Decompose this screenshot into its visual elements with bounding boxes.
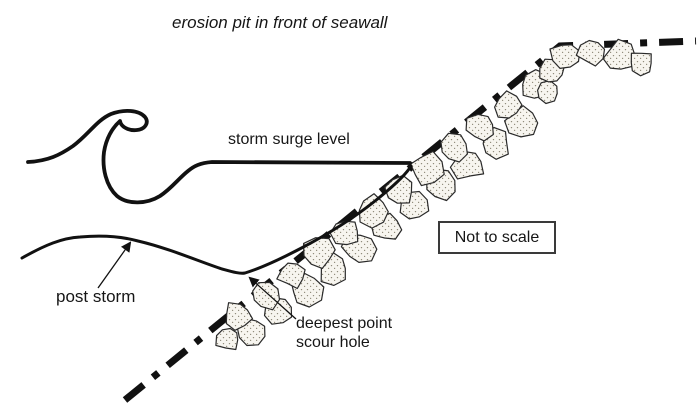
scour-hole-label-line1: deepest point [296, 315, 393, 332]
scour-hole-arrow [248, 276, 297, 320]
rock [252, 281, 281, 311]
rock [276, 262, 306, 290]
post-storm-arrow [97, 241, 132, 289]
storm-surge-level-label: storm surge level [228, 131, 350, 148]
wave-and-storm-surge-line [26, 109, 412, 205]
rock [303, 237, 336, 269]
not-to-scale-label: Not to scale [454, 228, 540, 246]
rock [630, 52, 652, 77]
rock [494, 90, 523, 119]
rock [465, 113, 494, 142]
rock [575, 39, 606, 67]
scour-hole-label-line2: scour hole [296, 334, 370, 351]
riprap-rocks [215, 38, 652, 351]
rock [602, 38, 636, 70]
rock [225, 302, 254, 331]
post-storm-profile-line [20, 164, 413, 275]
rock [549, 44, 581, 69]
rock [358, 193, 389, 229]
rock [537, 79, 558, 105]
not-to-scale-box: Not to scale [438, 221, 556, 254]
diagram-title: erosion pit in front of seawall [172, 13, 388, 32]
rock [440, 132, 468, 163]
rock [215, 327, 239, 351]
rock [410, 150, 445, 187]
post-storm-label: post storm [56, 287, 136, 306]
scour-hole-label: deepest point scour hole [296, 314, 416, 352]
rock [384, 174, 413, 204]
